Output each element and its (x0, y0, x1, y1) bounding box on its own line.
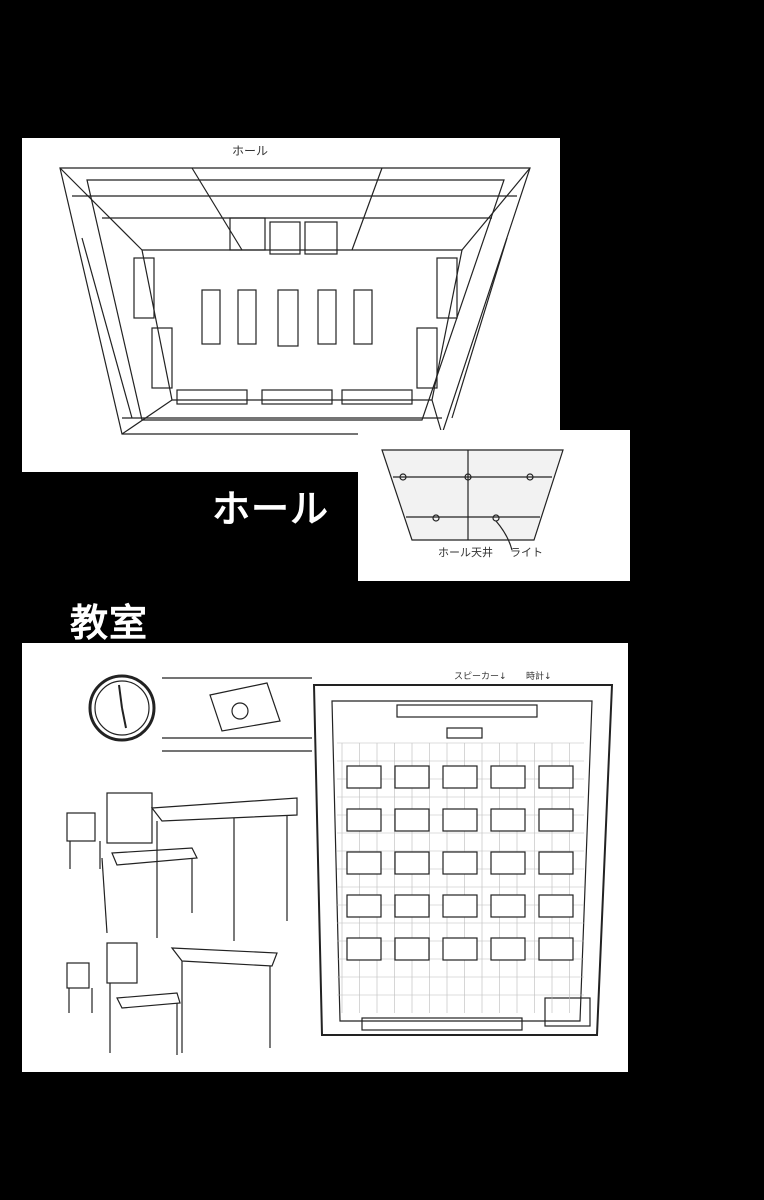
hall-overhead-sketch (59, 167, 531, 435)
hall-title: ホール (212, 487, 330, 531)
desk (442, 851, 478, 875)
desk (394, 765, 430, 789)
desk (442, 937, 478, 961)
desk (538, 937, 574, 961)
classroom-title: 教室 (70, 601, 149, 645)
desk (538, 851, 574, 875)
ceiling-light-note: ライト (510, 546, 543, 559)
classroom-sketch-panel: スピーカー↓ 時計↓ (22, 643, 628, 1072)
speaker-sketch (162, 677, 312, 752)
desk (490, 937, 526, 961)
hall-sketch-panel: ホール (22, 138, 560, 472)
desk (538, 808, 574, 832)
desk (394, 808, 430, 832)
classroom-sketches (66, 674, 614, 1055)
chair-desk-sketch-old (66, 942, 278, 1055)
chair-desk-sketch-new (66, 792, 298, 941)
desk (394, 894, 430, 918)
clock-icon (88, 674, 156, 742)
speaker-note: スピーカー↓ (454, 672, 507, 682)
clock-note: 時計↓ (526, 672, 552, 682)
desk (346, 937, 382, 961)
desk (490, 894, 526, 918)
desk (346, 765, 382, 789)
ceiling-caption: ホール天井 (438, 546, 493, 559)
desk (394, 851, 430, 875)
desk (442, 808, 478, 832)
desk (442, 894, 478, 918)
desk (490, 851, 526, 875)
desk (490, 808, 526, 832)
classroom-floor-plan (312, 684, 614, 1036)
desk (346, 851, 382, 875)
desk (538, 765, 574, 789)
desk (538, 894, 574, 918)
hall-sketch-label: ホール (232, 144, 269, 158)
desk (490, 765, 526, 789)
hall-ceiling-panel: ホール天井 ライト (358, 430, 630, 581)
desk (394, 937, 430, 961)
hall-ceiling-sketch (381, 449, 564, 551)
desk (346, 808, 382, 832)
desk (442, 765, 478, 789)
desk (346, 894, 382, 918)
